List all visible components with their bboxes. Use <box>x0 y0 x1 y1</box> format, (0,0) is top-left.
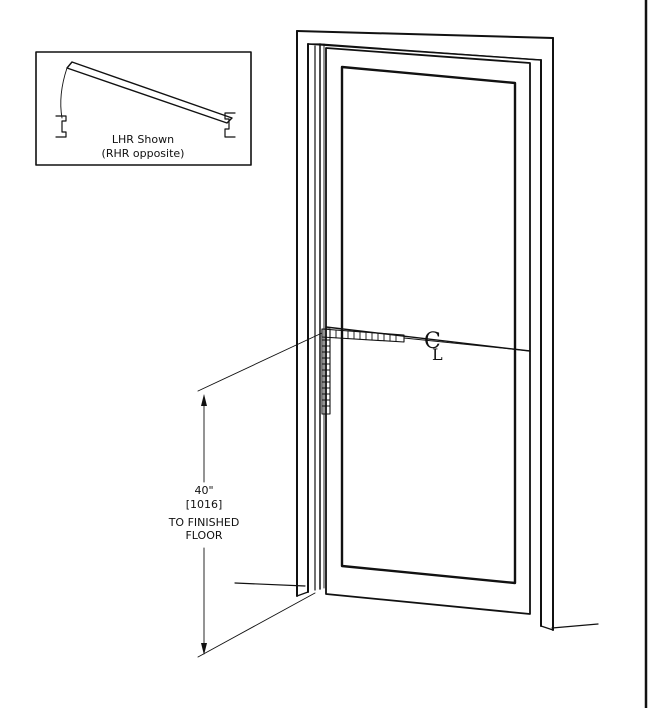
height-dimension: 40" [1016] TO FINISHED FLOOR <box>168 332 323 658</box>
inset-caption-line1: LHR Shown <box>112 133 174 146</box>
inset-frame <box>35 51 252 166</box>
dimension-extension-bottom <box>197 592 316 658</box>
inset-caption-line2: (RHR opposite) <box>102 147 185 160</box>
inset-door-leaf <box>66 61 233 124</box>
centerline-subscript: L <box>432 345 443 364</box>
door-mid-rail <box>325 326 531 352</box>
dimension-arrow-top <box>201 394 207 406</box>
floor-line-right <box>551 623 599 629</box>
inset-left-jamb <box>55 115 67 138</box>
door-leaf <box>325 47 531 615</box>
dimension-extension-top <box>197 332 323 392</box>
swing-inset: LHR Shown (RHR opposite) <box>35 51 252 166</box>
door-frame <box>296 30 554 631</box>
dimension-note-line2: FLOOR <box>185 529 222 542</box>
floor-line-left <box>234 582 306 587</box>
inset-right-jamb <box>224 112 236 138</box>
centerline-marker: C L <box>403 329 531 364</box>
dimension-value: 40" <box>194 484 213 497</box>
dimension-metric: [1016] <box>186 498 223 511</box>
dimension-arrow-bottom <box>201 643 207 655</box>
centerline-symbol: C <box>424 329 441 354</box>
dimension-note-line1: TO FINISHED <box>168 516 240 529</box>
pull-bar <box>321 328 405 415</box>
inset-swing-arc <box>60 67 68 119</box>
door-glass-panel <box>340 65 517 585</box>
